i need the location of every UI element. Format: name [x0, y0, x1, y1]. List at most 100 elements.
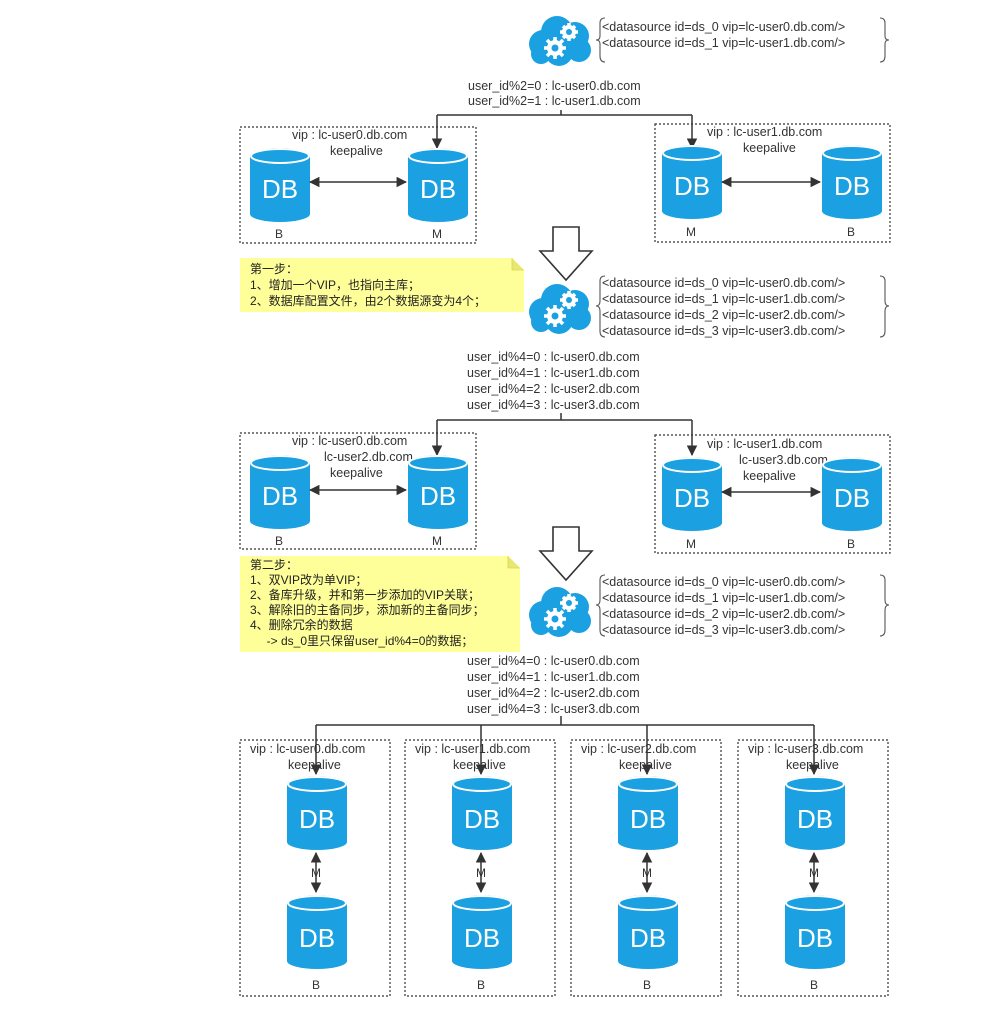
datasource-line: <datasource id=ds_1 vip=lc-user1.db.com/… [602, 591, 845, 605]
vip-label: vip : lc-user1.db.com [707, 125, 822, 139]
vip-label: vip : lc-user0.db.com [292, 434, 407, 448]
role-label: M [686, 537, 696, 551]
keepalive-label: keepalive [619, 758, 672, 772]
role-label: M [432, 534, 442, 548]
role-label: M [686, 225, 696, 239]
db-label: DB [420, 481, 456, 511]
vip-group-box [654, 123, 891, 243]
note-line: 2、备库升级，并和第一步添加的VIP关联； [250, 587, 480, 602]
vip-group-box [239, 432, 477, 550]
vip-label: vip : lc-user2.db.com [581, 742, 696, 756]
db-label: DB [834, 483, 870, 513]
db-label: DB [834, 171, 870, 201]
vip-group-box [239, 739, 391, 997]
note-line: 1、双VIP改为单VIP； [250, 573, 367, 587]
link-label: M [476, 866, 486, 880]
keepalive-label: keepalive [743, 469, 796, 483]
vip-label: vip : lc-user0.db.com [292, 128, 407, 142]
cloud-gear-icon [527, 14, 593, 68]
datasource-line: <datasource id=ds_0 vip=lc-user0.db.com/… [602, 20, 845, 34]
step2-note [240, 556, 520, 652]
note-line: 第二步： [250, 558, 298, 572]
note-line: 2、数据库配置文件，由2个数据源变为4个； [250, 293, 486, 308]
datasource-line: <datasource id=ds_1 vip=lc-user1.db.com/… [602, 292, 845, 306]
datasource-line: <datasource id=ds_3 vip=lc-user3.db.com/… [602, 324, 845, 338]
routing-line: user_id%4=3 : lc-user3.db.com [467, 702, 640, 716]
datasource-line: <datasource id=ds_0 vip=lc-user0.db.com/… [602, 276, 845, 290]
hollow-down-arrow-icon [539, 226, 593, 281]
role-label: M [432, 227, 442, 241]
datasource-line: <datasource id=ds_2 vip=lc-user2.db.com/… [602, 308, 845, 322]
routing-line: user_id%4=2 : lc-user2.db.com [467, 382, 640, 396]
db-label: DB [262, 481, 298, 511]
db-label: DB [674, 483, 710, 513]
db-label: DB [630, 804, 666, 834]
role-label: B [312, 978, 320, 992]
hollow-down-arrow-icon [539, 526, 593, 581]
vip-label: vip : lc-user1.db.com [707, 437, 822, 451]
role-label: B [275, 227, 283, 241]
vip-group: vip : lc-user0.db.com keepalive DB M DB … [239, 725, 391, 997]
step1-note [240, 258, 524, 312]
note-line: 3、解除旧的主备同步，添加新的主备同步； [250, 602, 485, 617]
cloud-gear-icon [527, 585, 593, 639]
routing-line: user_id%4=0 : lc-user0.db.com [467, 350, 640, 364]
routing-line: user_id%4=0 : lc-user0.db.com [467, 654, 640, 668]
routing-line: user_id%4=1 : lc-user1.db.com [467, 670, 640, 684]
vip-group: vip : lc-user1.db.com keepalive DB M DB … [404, 725, 556, 997]
keepalive-label: keepalive [330, 466, 383, 480]
cloud-gear-icon [527, 282, 593, 336]
router-trunk [437, 110, 692, 116]
routing-line: user_id%2=0 : lc-user0.db.com [468, 79, 641, 93]
routing-line: user_id%2=1 : lc-user1.db.com [468, 94, 641, 108]
role-label: B [810, 978, 818, 992]
vip-group-box [737, 739, 889, 997]
db-label: DB [464, 804, 500, 834]
keepalive-label: keepalive [453, 758, 506, 772]
role-label: B [847, 537, 855, 551]
role-label: B [847, 225, 855, 239]
datasource-line: <datasource id=ds_0 vip=lc-user0.db.com/… [602, 575, 845, 589]
brace-right-icon [879, 17, 890, 63]
note-line: 4、删除冗余的数据 [250, 617, 353, 632]
db-label: DB [797, 804, 833, 834]
db-label: DB [464, 923, 500, 953]
vip-group-box [404, 739, 556, 997]
vip-label: vip : lc-user1.db.com [415, 742, 530, 756]
router-trunk [437, 413, 692, 421]
db-label: DB [674, 171, 710, 201]
db-label: DB [797, 923, 833, 953]
db-label: DB [299, 923, 335, 953]
routing-line: user_id%4=2 : lc-user2.db.com [467, 686, 640, 700]
keepalive-label: keepalive [743, 141, 796, 155]
vip-group-box [654, 434, 891, 554]
role-label: B [275, 534, 283, 548]
db-label: DB [299, 804, 335, 834]
router-trunk [316, 716, 814, 726]
brace-right-icon [879, 275, 890, 338]
vip-label: vip : lc-user3.db.com [748, 742, 863, 756]
vip-group-box [570, 739, 722, 997]
role-label: B [477, 978, 485, 992]
brace-left-icon [595, 275, 606, 338]
note-line: 第一步： [250, 262, 298, 276]
vip-label: vip : lc-user0.db.com [250, 742, 365, 756]
link-label: M [642, 866, 652, 880]
link-label: M [809, 866, 819, 880]
vip-group: vip : lc-user2.db.com keepalive DB M DB … [570, 725, 722, 997]
db-label: DB [262, 174, 298, 204]
db-label: DB [630, 923, 666, 953]
keepalive-label: keepalive [786, 758, 839, 772]
keepalive-label: keepalive [288, 758, 341, 772]
datasource-line: <datasource id=ds_2 vip=lc-user2.db.com/… [602, 607, 845, 621]
brace-right-icon [879, 574, 890, 637]
note-line: -> ds_0里只保留user_id%4=0的数据； [250, 633, 473, 648]
link-label: M [311, 866, 321, 880]
datasource-line: <datasource id=ds_3 vip=lc-user3.db.com/… [602, 623, 845, 637]
role-label: B [643, 978, 651, 992]
vip-label: lc-user3.db.com [739, 453, 828, 467]
note-line: 1、增加一个VIP，也指向主库； [250, 277, 420, 292]
vip-label: lc-user2.db.com [324, 450, 413, 464]
routing-line: user_id%4=3 : lc-user3.db.com [467, 398, 640, 412]
